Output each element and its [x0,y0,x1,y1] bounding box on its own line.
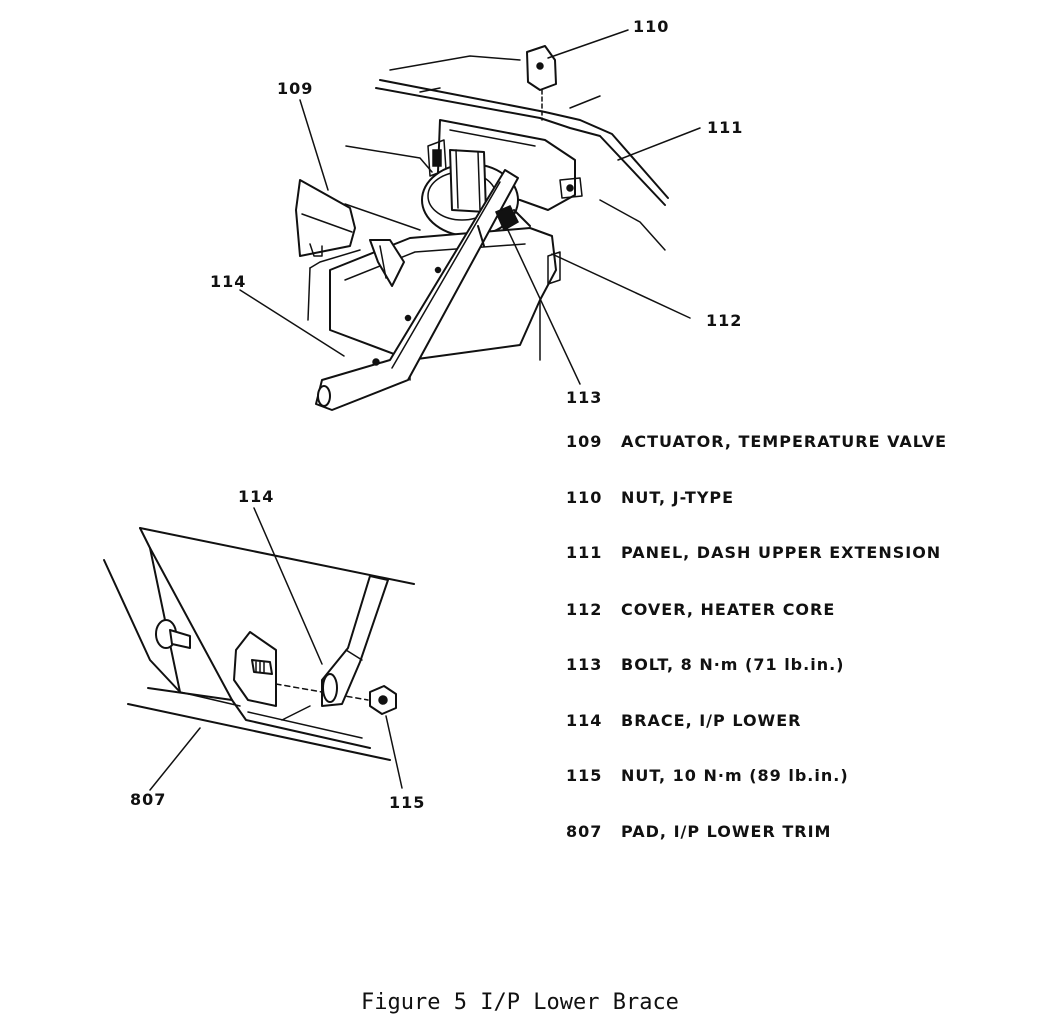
leader-lines-top [239,29,701,385]
legend-description: PANEL, DASH UPPER EXTENSION [621,543,942,562]
callout-112: 112 [706,311,742,330]
legend-row-115: 115 NUT, 10 N·m (89 lb.in.) [566,766,849,786]
leader-lines-bottom [149,507,403,791]
legend-description: NUT, 10 N·m (89 lb.in.) [621,766,849,785]
callout-115: 115 [389,793,425,812]
callout-113: 113 [566,388,602,407]
legend-number: 111 [566,543,603,562]
retaining-clip [307,239,405,321]
legend-row-112: 112 COVER, HEATER CORE [566,600,835,620]
legend-description: PAD, I/P LOWER TRIM [621,822,832,841]
callout-110: 110 [633,17,669,36]
callout-114-bottom: 114 [238,487,274,506]
legend-row-110: 110 NUT, J-TYPE [566,488,734,508]
legend-description: BRACE, I/P LOWER [621,711,802,730]
legend-number: 112 [566,600,603,619]
legend-description: ACTUATOR, TEMPERATURE VALVE [621,432,948,451]
legend-number: 113 [566,655,603,674]
legend-number: 807 [566,822,603,841]
legend-number: 110 [566,488,603,507]
legend-row-111: 111 PANEL, DASH UPPER EXTENSION [566,543,941,563]
legend-description: COVER, HEATER CORE [621,600,836,619]
legend-description: NUT, J-TYPE [621,488,735,507]
callout-807: 807 [130,790,166,809]
ip-lower-trim-pad [103,527,415,761]
legend-row-109: 109 ACTUATOR, TEMPERATURE VALVE [566,432,947,452]
legend-number: 115 [566,766,603,785]
legend-row-113: 113 BOLT, 8 N·m (71 lb.in.) [566,655,844,675]
bottom-illustration [103,507,415,791]
top-illustration [239,29,701,411]
hex-nut [369,685,397,715]
callout-109: 109 [277,79,313,98]
legend-row-114: 114 BRACE, I/P LOWER [566,711,801,731]
legend-description: BOLT, 8 N·m (71 lb.in.) [621,655,845,674]
legend-number: 109 [566,432,603,451]
callout-111: 111 [707,118,743,137]
push-pin-fastener [155,619,191,649]
temperature-valve-actuator [295,145,433,257]
figure-caption: Figure 5 I/P Lower Brace [361,990,679,1015]
legend-row-807: 807 PAD, I/P LOWER TRIM [566,822,831,842]
ip-lower-brace-lower [321,575,389,707]
bolt [477,205,531,247]
legend-number: 114 [566,711,603,730]
callout-114-top: 114 [210,272,246,291]
